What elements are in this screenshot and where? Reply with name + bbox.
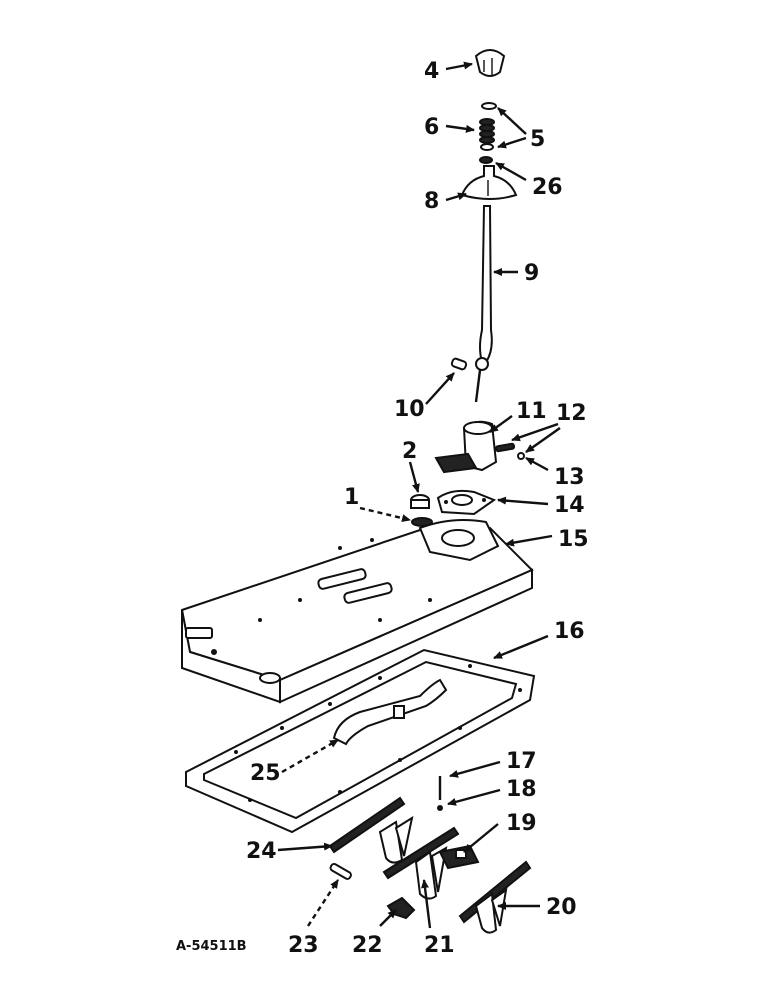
- part-spring: [479, 118, 495, 144]
- callout-8: 8: [424, 189, 439, 214]
- drawing-code: A-54511B: [176, 939, 247, 954]
- callout-10: 10: [394, 397, 425, 422]
- callout-2: 2: [402, 439, 417, 464]
- part-interlock-pin: [329, 863, 352, 880]
- part-knob: [474, 49, 506, 77]
- part-detent-spring: [437, 776, 443, 811]
- callout-26: 26: [532, 175, 563, 200]
- part-boot: [460, 165, 518, 200]
- callout-17: 17: [506, 749, 537, 774]
- callout-13: 13: [554, 465, 585, 490]
- part-lever-housing: [434, 420, 498, 474]
- callout-25: 25: [250, 761, 281, 786]
- callout-24: 24: [246, 839, 277, 864]
- part-shift-rail-24: [328, 796, 414, 864]
- leader-lines: [277, 61, 561, 929]
- part-washers: [480, 102, 497, 151]
- callout-4: 4: [424, 59, 439, 84]
- callout-14: 14: [554, 493, 585, 518]
- callout-5: 5: [530, 127, 545, 152]
- callout-19: 19: [506, 811, 537, 836]
- part-shift-lever: [474, 205, 493, 403]
- callout-15: 15: [558, 527, 589, 552]
- part-pin: [450, 357, 468, 371]
- part-pins: [495, 442, 525, 460]
- part-gasket-plate: [436, 489, 497, 516]
- callout-1: 1: [344, 485, 359, 510]
- part-cover: [180, 519, 534, 704]
- callout-9: 9: [524, 261, 539, 286]
- part-gasket: [185, 648, 536, 834]
- callout-18: 18: [506, 777, 537, 802]
- callout-12: 12: [556, 401, 587, 426]
- part-small-washer: [479, 156, 493, 164]
- callout-20: 20: [546, 895, 577, 920]
- callout-11: 11: [516, 399, 547, 424]
- callout-22: 22: [352, 933, 383, 958]
- callout-numbers: 4 5 6 26 8 9 10 11 12 13 2 14 1 15 16 17…: [246, 59, 589, 958]
- callout-6: 6: [424, 115, 439, 140]
- part-ring: [411, 517, 433, 527]
- part-rail-guide: [332, 678, 448, 746]
- part-shift-rail-20: [458, 860, 532, 934]
- callout-21: 21: [424, 933, 455, 958]
- callout-23: 23: [288, 933, 319, 958]
- part-plug: [410, 494, 430, 509]
- callout-16: 16: [554, 619, 585, 644]
